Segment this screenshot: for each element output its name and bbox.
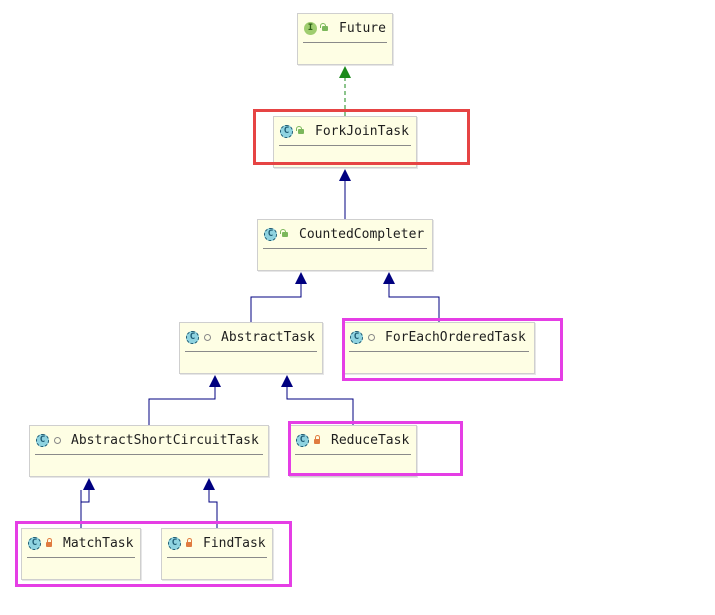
extends-arrowhead-abstractshortcircuittask-right [203, 478, 215, 490]
class-node-abstractshortcircuittask[interactable]: C AbstractShortCircuitTask [29, 425, 269, 477]
private-modifier-icon [312, 435, 322, 445]
divider [295, 454, 411, 455]
class-node-findtask[interactable]: C FindTask [161, 528, 273, 580]
divider [27, 557, 135, 558]
extends-line-findtask-abstractshortcircuittask [208, 490, 218, 528]
class-node-abstracttask[interactable]: C AbstractTask [179, 322, 323, 374]
class-name: AbstractTask [221, 329, 315, 345]
class-name: ForkJoinTask [315, 123, 409, 139]
extends-line-foreachorderedtask-countedcompleter [388, 284, 440, 322]
extends-arrowhead-abstractshortcircuittask-left [83, 478, 95, 490]
class-node-reducetask[interactable]: C ReduceTask [289, 425, 417, 477]
class-icon: C [296, 433, 309, 447]
extends-arrowhead-countedcompleter-left [295, 272, 307, 284]
package-private-modifier-icon [52, 435, 62, 445]
class-name: FindTask [203, 535, 266, 551]
divider [279, 145, 411, 146]
abstract-class-icon: C [280, 124, 293, 138]
class-node-future[interactable]: I Future [297, 13, 393, 65]
class-node-matchtask[interactable]: C MatchTask [21, 528, 141, 580]
class-icon: C [350, 330, 363, 344]
class-icon: C [28, 536, 41, 550]
class-name: MatchTask [63, 535, 134, 551]
class-name: ForEachOrderedTask [385, 329, 526, 345]
highlight-box-matchtask-findtask [15, 521, 292, 587]
extends-line-abstracttask-countedcompleter [250, 284, 302, 322]
divider [263, 248, 427, 249]
implements-arrowhead [339, 66, 351, 78]
class-name: ReduceTask [331, 432, 410, 448]
class-icon: C [168, 536, 181, 550]
interface-icon: I [304, 21, 317, 35]
extends-arrowhead-abstracttask-left [209, 375, 221, 387]
highlight-box-forkjointask [253, 109, 470, 165]
extends-arrowhead-abstracttask-right [281, 375, 293, 387]
class-node-foreachorderedtask[interactable]: C ForEachOrderedTask [343, 322, 535, 374]
class-name: CountedCompleter [299, 226, 425, 242]
extends-line-reducetask-abstracttask [286, 387, 354, 425]
class-name: AbstractShortCircuitTask [71, 432, 259, 448]
divider [35, 454, 263, 455]
private-modifier-icon [44, 538, 54, 548]
public-modifier-icon [320, 23, 330, 33]
divider [303, 42, 387, 43]
abstract-class-icon: C [264, 227, 277, 241]
package-private-modifier-icon [366, 332, 376, 342]
highlight-box-reducetask [288, 421, 463, 476]
class-name: Future [339, 20, 386, 36]
abstract-class-icon: C [186, 330, 199, 344]
class-node-countedcompleter[interactable]: C CountedCompleter [257, 219, 433, 271]
divider [349, 351, 529, 352]
highlight-box-foreachorderedtask [342, 318, 563, 381]
divider [167, 557, 267, 558]
extends-line-abstractshortcircuittask-abstracttask [148, 387, 216, 425]
extends-arrowhead-forkjointask [339, 169, 351, 181]
abstract-class-icon: C [36, 433, 49, 447]
extends-arrowhead-countedcompleter-right [383, 272, 395, 284]
divider [185, 351, 317, 352]
class-node-forkjointask[interactable]: C ForkJoinTask [273, 116, 417, 168]
private-modifier-icon [184, 538, 194, 548]
public-modifier-icon [280, 229, 290, 239]
package-private-modifier-icon [202, 332, 212, 342]
public-modifier-icon [296, 126, 306, 136]
